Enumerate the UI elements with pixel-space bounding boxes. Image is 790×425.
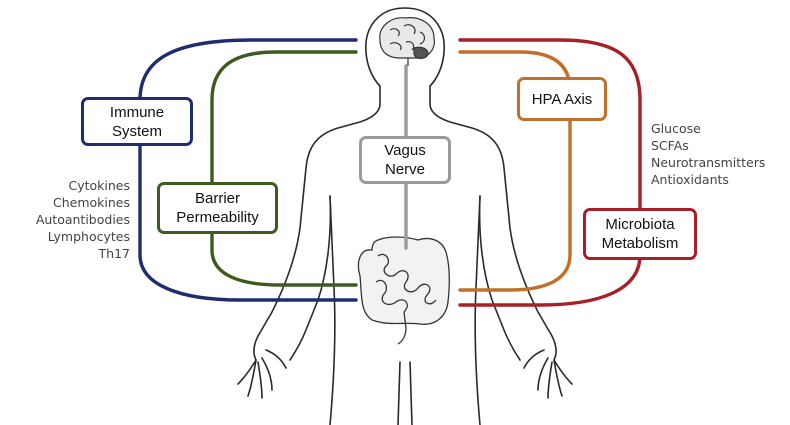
brain-icon (379, 17, 435, 66)
hpa-connector (458, 50, 572, 292)
microbiota-factor-item: Glucose (651, 121, 701, 136)
microbiota-label-line1: Microbiota (605, 216, 675, 233)
microbiota-connector (458, 38, 642, 307)
microbiota-factor-item: SCFAs (651, 138, 689, 153)
microbiota-label-line2: Metabolism (601, 235, 679, 252)
immune-system-label-line2: System (111, 122, 162, 140)
microbiota-factor-item: Antioxidants (651, 172, 729, 187)
barrier-permeability-box: Barrier Permeability (157, 182, 278, 234)
human-body-outline (237, 7, 573, 425)
immune-system-label-line1: Immune (109, 103, 165, 121)
vagus-label-line1: Vagus (384, 142, 426, 159)
microbiota-factors-list: Glucose SCFAs Neurotransmitters Antioxid… (651, 120, 781, 188)
microbiota-factor-item: Neurotransmitters (651, 155, 766, 170)
microbiota-metabolism-box: Microbiota Metabolism (583, 208, 697, 260)
immune-factor-item: Lymphocytes Th17 (47, 229, 130, 261)
vagus-label-line2: Nerve (384, 161, 425, 178)
barrier-label-line1: Barrier (194, 190, 240, 207)
barrier-label-line2: Permeability (176, 209, 259, 226)
immune-factor-item: Chemokines (52, 195, 130, 210)
hpa-label: HPA Axis (531, 90, 593, 108)
barrier-connector (210, 50, 358, 287)
immune-system-box: Immune System (81, 97, 193, 146)
vagus-nerve-box: Vagus Nerve (359, 136, 451, 184)
immune-factor-item: Cytokines (68, 178, 130, 193)
immune-factors-list: Cytokines Chemokines Autoantibodies Lymp… (18, 177, 130, 262)
hpa-axis-box: HPA Axis (517, 77, 607, 121)
immune-factor-item: Autoantibodies (35, 212, 130, 227)
intestine-icon (357, 236, 450, 345)
immune-connector (138, 38, 358, 302)
